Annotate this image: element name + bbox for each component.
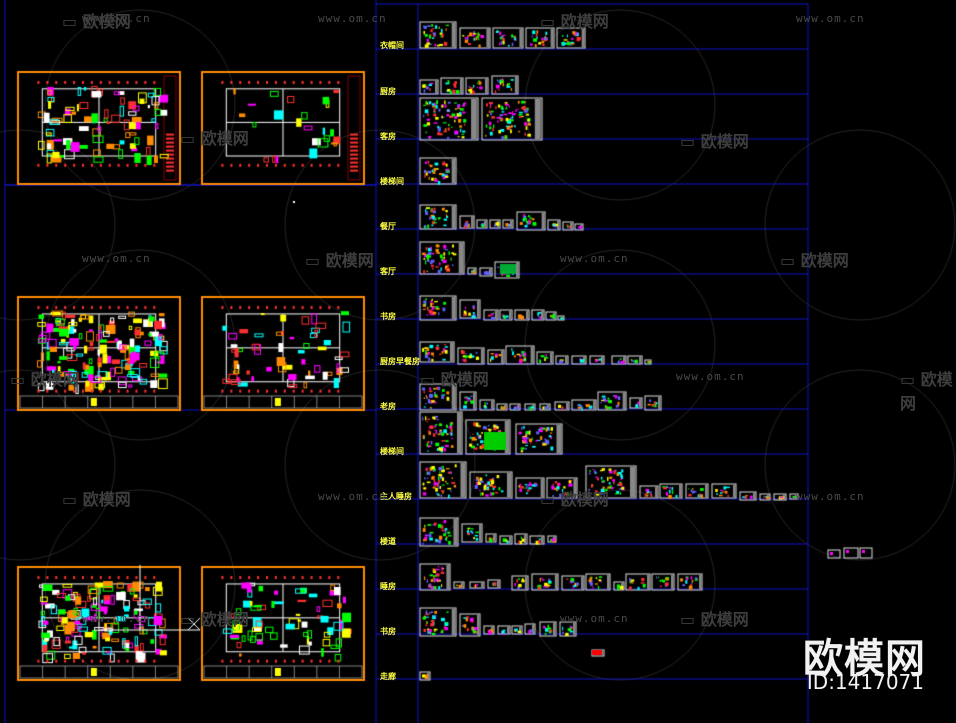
watermark-logo: ▭ 欧模网: [180, 610, 249, 629]
row-label: 书房: [380, 312, 396, 321]
watermark-logo: ▭ 欧模网: [680, 610, 749, 629]
watermark-url: www.om.cn: [796, 12, 865, 25]
row-label: 楼梯间: [380, 447, 404, 456]
row-label: 老房: [380, 402, 396, 411]
watermark-logo: ▭ 欧模网: [900, 370, 953, 413]
row-label: 餐厅: [380, 222, 396, 231]
watermark-url: www.om.cn: [560, 252, 629, 265]
row-label: 走廊: [380, 672, 396, 681]
watermark-url: www.om.cn: [318, 12, 387, 25]
row-label: 客房: [380, 132, 396, 141]
watermark-logo: ▭ 欧模网: [780, 251, 849, 270]
watermark-logo: ▭ 欧模网: [10, 370, 79, 389]
watermark-logo: ▭ 欧模网: [62, 490, 131, 509]
watermark-logo: ▭ 欧模网: [420, 370, 489, 389]
row-label: 楼梯间: [380, 177, 404, 186]
watermark-url: www.om.cn: [318, 490, 387, 503]
watermark-logo: ▭ 欧模网: [305, 251, 374, 270]
row-label: 睡房: [380, 582, 396, 591]
watermark-url: www.om.cn: [82, 252, 151, 265]
watermark-logo: ▭ 欧模网: [62, 12, 131, 31]
watermark-url: www.om.cn: [676, 370, 745, 383]
row-label: 厨房早餐房: [380, 357, 420, 366]
row-label: 衣帽间: [380, 41, 404, 50]
watermark-logo: ▭ 欧模网: [540, 490, 609, 509]
watermark-logo: ▭ 欧模网: [540, 12, 609, 31]
row-label: 厨房: [380, 87, 396, 96]
row-label: 主人睡房: [380, 492, 412, 501]
watermark-url: www.om.cn: [82, 12, 151, 25]
brand-id: ID:1417071: [806, 670, 924, 694]
row-label: 书房: [380, 627, 396, 636]
brand-logo: 欧模网: [803, 636, 926, 682]
watermark-logo: ▭ 欧模网: [180, 129, 249, 148]
watermark-url: www.om.cn: [796, 490, 865, 503]
watermark-url: www.om.cn: [560, 612, 629, 625]
row-label: 客厅: [380, 267, 396, 276]
watermark-logo: ▭ 欧模网: [680, 132, 749, 151]
row-label: 楼道: [380, 537, 396, 546]
watermark-url: www.om.cn: [82, 612, 151, 625]
